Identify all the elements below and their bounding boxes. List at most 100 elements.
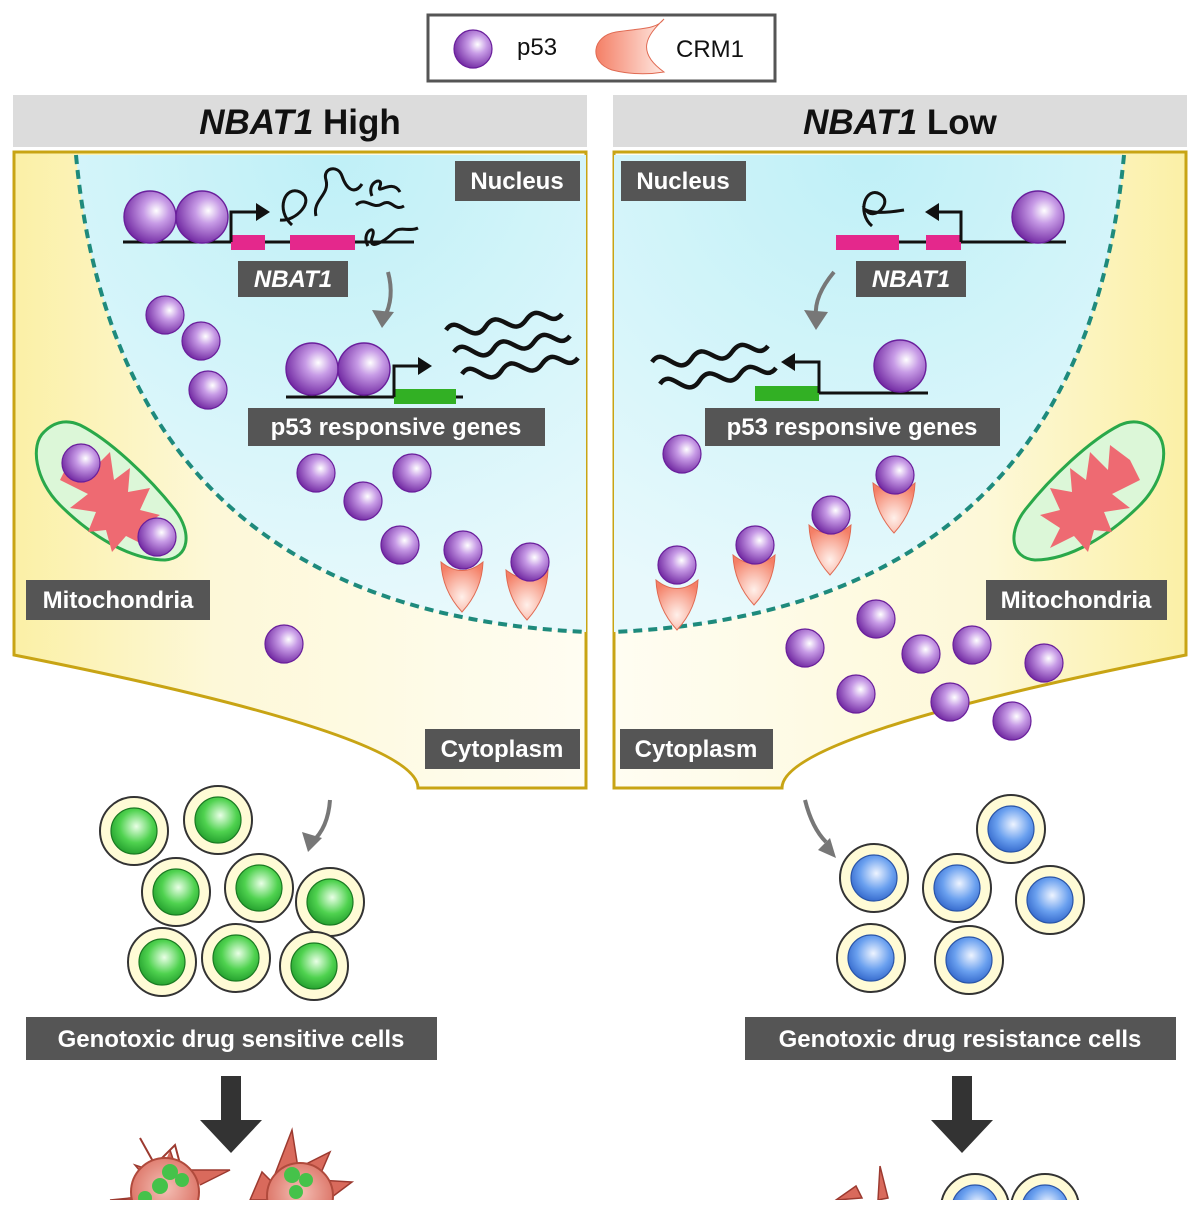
panel-low-nuclear-envelope	[613, 154, 1126, 634]
p53-protein	[123, 190, 177, 244]
panel-high-responsive-gene	[394, 389, 456, 404]
outcome-low-label-bg	[745, 1017, 1176, 1060]
outcome-low-arrow	[803, 799, 828, 844]
p53-protein	[1011, 190, 1065, 244]
p53-protein	[735, 525, 775, 565]
legend-crm1-icon	[595, 18, 666, 75]
panel-high-mrna	[444, 310, 580, 380]
panel-low-promoter-arrowhead	[925, 203, 939, 221]
p53-protein	[137, 517, 177, 557]
p53-protein	[873, 339, 927, 393]
outcome-high-down-arrow-head	[200, 1120, 262, 1153]
panel-high-cyto-label-bg	[425, 729, 580, 769]
panel-low-mitochondrion	[1012, 420, 1166, 562]
sensitive-cell	[99, 796, 169, 866]
panel-high-promoter-arrow	[229, 210, 258, 242]
panel-high-nbat1-exon-2	[290, 235, 355, 250]
p53-protein	[285, 342, 339, 396]
panel-low-curved-arrowhead	[804, 310, 828, 330]
p53-protein	[856, 599, 896, 639]
panel-low-nbat1-transcript	[861, 191, 905, 228]
panel-low: NBAT1 Low Nucleus NBAT1 p53 responsive g…	[612, 95, 1188, 790]
panel-low-promoter-arrowhead-2	[781, 353, 795, 371]
p53-protein	[175, 190, 229, 244]
p53-protein	[875, 455, 915, 495]
panel-high-nbat1-exon-1	[231, 235, 265, 250]
resistant-cell	[940, 1173, 1010, 1205]
outcome-low-down-arrow-shaft	[952, 1076, 972, 1124]
outcome-high-arrow	[310, 799, 332, 844]
p53-protein	[901, 634, 941, 674]
outcome-high: Genotoxic drug sensitive cells	[26, 785, 437, 1205]
outcome-high-label: Genotoxic drug sensitive cells	[58, 1026, 405, 1053]
p53-protein	[657, 545, 697, 585]
panel-low-mrna	[650, 342, 778, 390]
resistant-cell	[976, 794, 1046, 864]
panel-low-title: NBAT1 Low	[803, 103, 998, 142]
panel-low-promoter-arrow-2	[793, 360, 821, 393]
resistant-cell	[839, 843, 909, 913]
p53-protein	[662, 434, 702, 474]
panel-high-promoter-arrowhead	[256, 203, 270, 221]
p53-protein	[930, 682, 970, 722]
panel-low-nucleus-label: Nucleus	[636, 168, 729, 195]
panel-high-title: NBAT1 High	[199, 103, 401, 142]
panel-low-nucleus-label-bg	[621, 161, 746, 201]
sensitive-cell	[295, 867, 365, 937]
panel-high-curved-arrowhead	[372, 310, 394, 328]
legend-p53-label: p53	[517, 34, 557, 61]
panel-high-promoter-arrowhead-2	[418, 357, 432, 375]
panel-high-nucleus	[76, 155, 586, 632]
panel-low-gene-label-bg	[856, 261, 966, 297]
p53-protein	[145, 295, 185, 335]
panel-high-header	[13, 95, 587, 147]
p53-protein	[188, 370, 228, 410]
p53-protein	[337, 342, 391, 396]
p53-protein	[392, 453, 432, 493]
resistant-cell	[934, 925, 1004, 995]
p53-protein	[296, 453, 336, 493]
panel-low-header	[613, 95, 1187, 147]
panel-high-nbat1-transcripts	[279, 167, 419, 247]
panel-high-gene-label-bg	[238, 261, 348, 297]
p53-protein	[343, 481, 383, 521]
sensitive-cell	[224, 853, 294, 923]
outcome-high-arrowhead	[302, 832, 322, 852]
outcome-low: Genotoxic drug resistance cells	[745, 794, 1176, 1205]
panel-high-nucleus-label-bg	[455, 161, 580, 201]
panel-high-responsive-label: p53 responsive genes	[271, 414, 522, 441]
p53-protein	[785, 628, 825, 668]
panel-low-responsive-gene	[755, 386, 819, 401]
p53-protein	[264, 624, 304, 664]
outcome-low-arrowhead	[818, 838, 836, 858]
panel-high-title-gene: NBAT1	[199, 103, 313, 142]
panel-high-mitochondrion	[34, 420, 188, 562]
panel-high-mito-label-bg	[26, 580, 210, 620]
apoptotic-cell	[833, 1165, 889, 1201]
p53-protein	[181, 321, 221, 361]
p53-protein	[510, 542, 550, 582]
resistant-cell	[922, 853, 992, 923]
sensitive-cell	[183, 785, 253, 855]
panel-low-mito-label-bg	[986, 580, 1167, 620]
outcome-low-label: Genotoxic drug resistance cells	[779, 1026, 1142, 1053]
panel-high-cyto-label: Cytoplasm	[441, 736, 564, 763]
resistant-cell	[836, 923, 906, 993]
panel-low-mito-label: Mitochondria	[1001, 587, 1152, 614]
panel-low-responsive-label-bg	[705, 408, 1000, 446]
legend: p53 CRM1	[426, 13, 777, 83]
panel-high-nucleus-label: Nucleus	[470, 168, 563, 195]
panel-low-promoter-arrow	[937, 210, 963, 242]
p53-protein	[380, 525, 420, 565]
p53-protein	[992, 701, 1032, 741]
resistant-cell	[1010, 1173, 1080, 1205]
sensitive-cell	[201, 923, 271, 993]
panel-low-nbat1-exon-2	[926, 235, 961, 250]
panel-high-mito-label: Mitochondria	[43, 587, 194, 614]
panel-high-promoter-arrow-2	[392, 364, 420, 397]
p53-protein	[836, 674, 876, 714]
apoptotic-cell	[109, 1137, 231, 1205]
panel-low-title-suffix: Low	[917, 103, 997, 142]
